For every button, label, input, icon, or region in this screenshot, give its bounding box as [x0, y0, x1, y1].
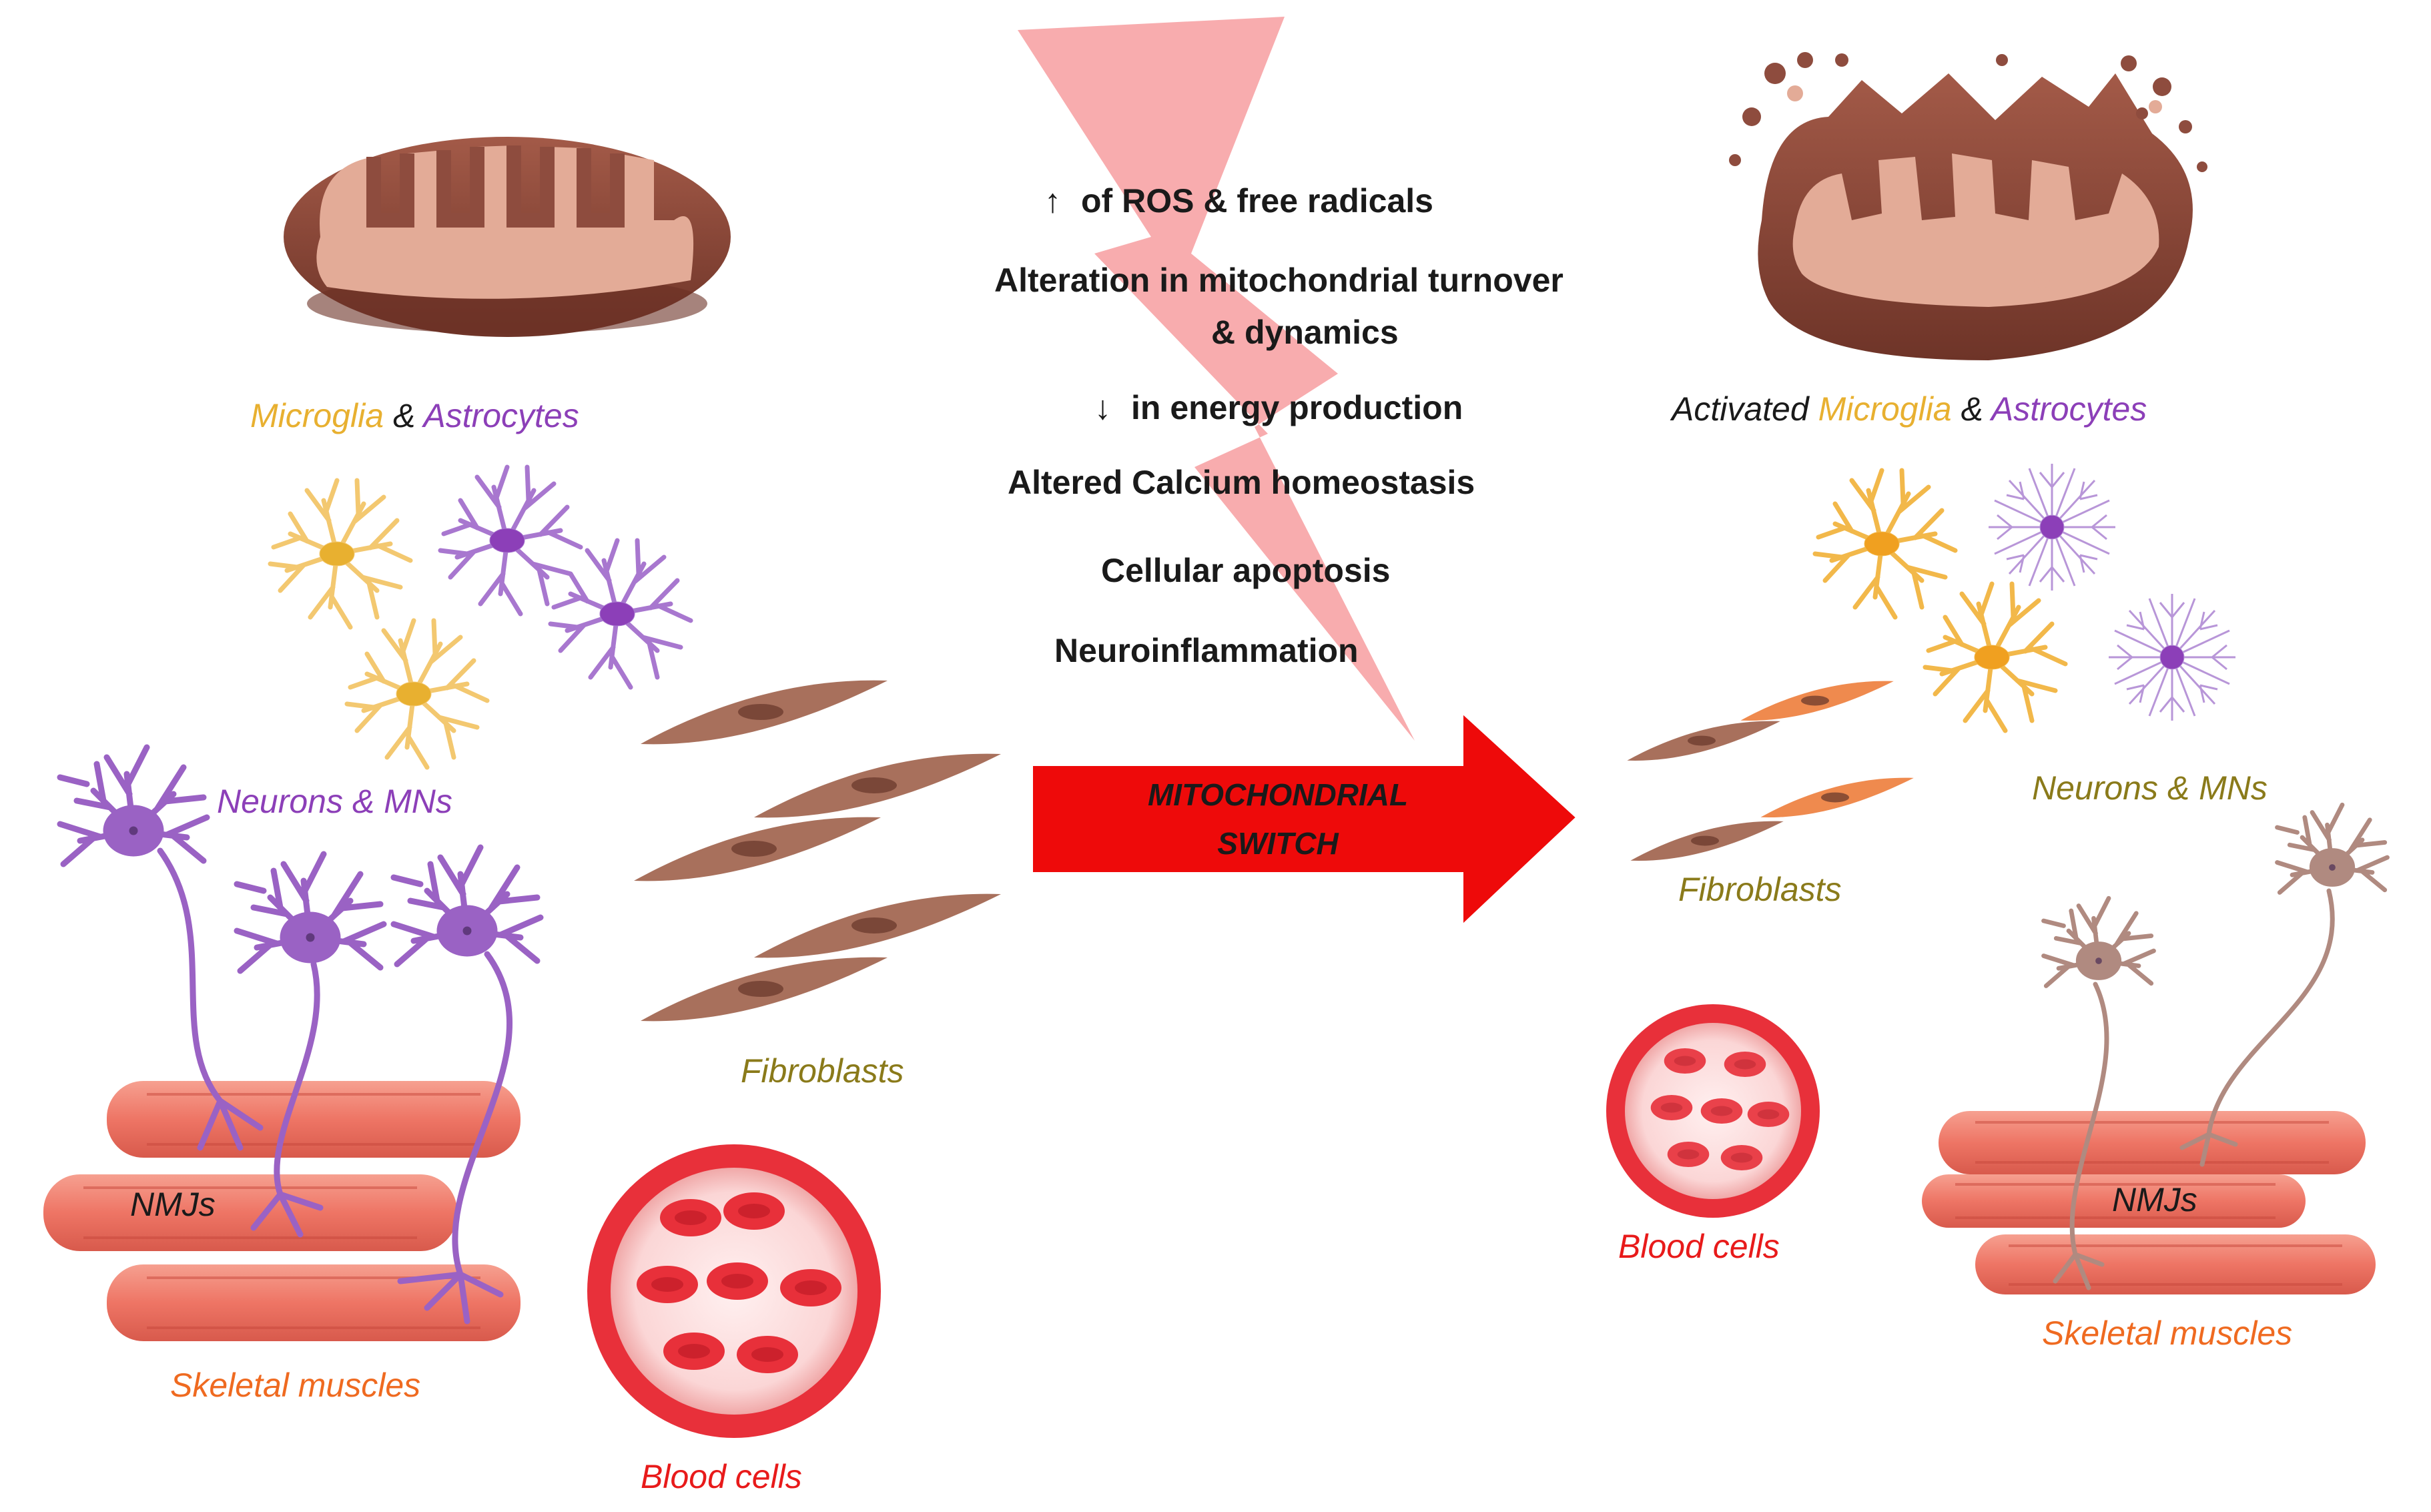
neuron-cell — [60, 747, 207, 864]
red-blood-cell — [1664, 1048, 1706, 1074]
right-blood-label: Blood cells — [1618, 1228, 1780, 1265]
switch-label-line1: MITOCHONDRIAL — [1148, 777, 1408, 812]
left-glia-label: Microglia & Astrocytes — [250, 397, 579, 434]
microglia-cell — [347, 621, 487, 767]
red-blood-cell — [1720, 1144, 1763, 1171]
left-nmjs-label: NMJs — [130, 1186, 216, 1223]
effect-neuroinflammation: Neuroinflammation — [1054, 632, 1359, 669]
red-blood-cell — [663, 1333, 725, 1370]
effect-apoptosis: Cellular apoptosis — [1101, 552, 1390, 589]
damaged-mitochondrion — [1729, 52, 2207, 360]
right-glia-label: Activated Microglia & Astrocytes — [1670, 390, 2147, 428]
right-astrocytes-text: Astrocytes — [1989, 390, 2147, 428]
red-blood-cell — [780, 1269, 841, 1306]
left-glia-amp: & — [384, 397, 423, 434]
astrocyte-cell — [551, 540, 691, 687]
fibroblast-cell — [754, 753, 1001, 818]
damaged-neuron-cell — [2278, 805, 2388, 892]
left-microglia-text: Microglia — [250, 397, 384, 434]
mitochondrial-switch-arrow: MITOCHONDRIAL SWITCH — [1029, 706, 1582, 932]
neuron-cell — [394, 847, 541, 964]
fibroblast-cell — [634, 817, 881, 881]
effect-ros: of ROS & free radicals — [1081, 182, 1433, 220]
effect-turnover-line1: Alteration in mitochondrial turnover — [994, 262, 1564, 299]
up-arrow-icon: ↑ — [1044, 182, 1061, 220]
red-blood-cell — [1747, 1101, 1790, 1128]
left-blood-vessel — [587, 1144, 881, 1438]
left-muscles-label: Skeletal muscles — [170, 1367, 420, 1404]
neuron-cell — [237, 854, 384, 971]
activated-microglia-cell — [1815, 470, 1955, 617]
red-blood-cell — [723, 1192, 785, 1230]
right-neurons-label: Neurons & MNs — [2032, 769, 2268, 807]
right-fibroblasts — [1627, 681, 1914, 861]
right-activated-glial-cells — [1815, 462, 2237, 731]
left-skeletal-muscles — [43, 1081, 520, 1341]
down-arrow-icon: ↓ — [1094, 389, 1111, 426]
mitochondrial-effects-list: ↑ of ROS & free radicals Alteration in m… — [994, 182, 1564, 669]
microglia-cell — [270, 480, 410, 627]
switch-label-line2: SWITCH — [1217, 826, 1339, 861]
fibroblast-cell — [1630, 821, 1784, 861]
left-neurons-label: Neurons & MNs — [217, 783, 452, 820]
activated-astrocyte-cell — [2107, 593, 2237, 722]
healthy-mitochondrion — [284, 137, 731, 337]
left-blood-label: Blood cells — [641, 1458, 802, 1495]
active-fibroblast-cell — [1740, 681, 1894, 721]
activated-microglia-cell — [1925, 584, 2065, 731]
right-blood-vessel — [1606, 1004, 1820, 1218]
fibroblast-cell — [641, 957, 888, 1022]
red-blood-cell — [737, 1336, 798, 1373]
right-fibroblasts-label: Fibroblasts — [1678, 871, 1842, 908]
left-fibroblasts-label: Fibroblasts — [741, 1052, 904, 1090]
right-damaged-neurons — [2044, 805, 2388, 1290]
effect-calcium: Altered Calcium homeostasis — [1008, 464, 1475, 501]
right-muscles-label: Skeletal muscles — [2042, 1314, 2292, 1352]
right-microglia-text: Microglia — [1818, 390, 1952, 428]
astrocyte-cell — [440, 467, 581, 614]
fibroblast-cell — [1627, 721, 1780, 761]
stress-lightning-bolt — [1018, 17, 1415, 741]
red-blood-cell — [1650, 1094, 1693, 1121]
left-neurons — [60, 747, 541, 1325]
right-glia-amp: & — [1952, 390, 1991, 428]
right-activated-text: Activated — [1670, 390, 1818, 428]
active-fibroblast-cell — [1760, 777, 1914, 818]
fibroblast-cell — [754, 893, 1001, 958]
red-blood-cell — [707, 1262, 768, 1300]
right-nmjs-label: NMJs — [2112, 1181, 2197, 1218]
activated-astrocyte-cell — [1987, 462, 2117, 592]
red-blood-cell — [1667, 1141, 1710, 1168]
red-blood-cell — [660, 1199, 721, 1236]
effect-turnover-line2: & dynamics — [1211, 314, 1399, 351]
left-fibroblasts — [634, 680, 1001, 1022]
red-blood-cell — [1700, 1098, 1743, 1124]
red-blood-cell — [1724, 1051, 1766, 1078]
fibroblast-cell — [641, 680, 888, 745]
red-blood-cell — [637, 1266, 698, 1303]
left-astrocytes-text: Astrocytes — [421, 397, 579, 434]
damaged-neuron-cell — [2044, 898, 2154, 986]
effect-energy: in energy production — [1131, 389, 1463, 426]
left-glial-cells — [270, 467, 691, 767]
